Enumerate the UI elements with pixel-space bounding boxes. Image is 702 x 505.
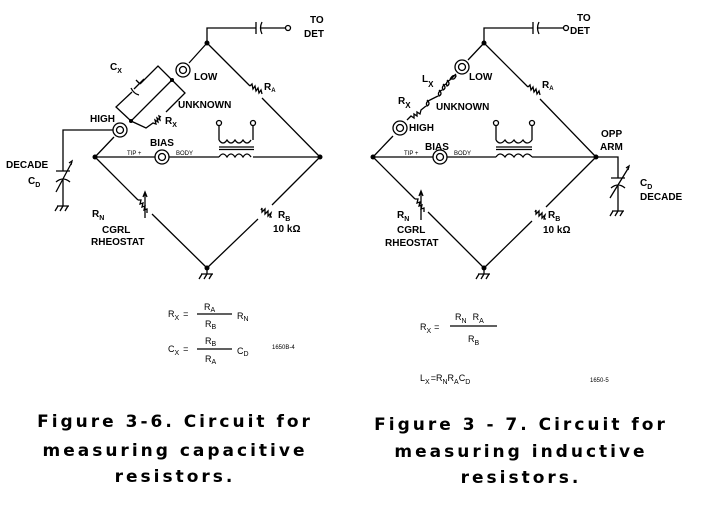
bridge-bottom-left-arm (372, 156, 485, 269)
svg-text:RNRA: RNRA (455, 312, 484, 325)
cgrl-label: CGRL (102, 225, 130, 236)
detector-terminal[interactable] (562, 24, 570, 32)
high-jack[interactable] (112, 122, 128, 138)
tip-label: TIP + (404, 151, 419, 157)
bridge-bottom-left-arm (94, 156, 208, 269)
lx-label: LX (422, 74, 434, 89)
cx-label: CX (110, 62, 122, 75)
caption-line-2: measuring capacitive (43, 441, 308, 461)
svg-text:RN: RN (237, 311, 249, 323)
high-jack[interactable] (392, 120, 408, 136)
resistor-ra (527, 83, 541, 96)
bridge-top-right-arm (483, 42, 597, 158)
svg-text:RA: RA (204, 302, 216, 314)
bridge-bottom-right-arm (483, 156, 597, 269)
decade-lead (596, 156, 619, 205)
unknown-label: UNKNOWN (178, 100, 231, 111)
bias-jack[interactable] (154, 149, 170, 165)
caption-line-3: resistors. (115, 467, 236, 487)
rx-label: RX (398, 96, 411, 110)
rb-value: 10 kΩ (543, 225, 570, 236)
rx-label: RX (165, 116, 177, 129)
bridge-top-left-arm (94, 42, 208, 158)
figure-code: 1650B-4 (272, 345, 295, 351)
svg-text:RB: RB (468, 334, 480, 347)
decade-capacitor (55, 159, 74, 193)
bias-label: BIAS (425, 142, 449, 153)
bridge-top-right-arm (206, 42, 321, 158)
figure-3-7-circuit: TO DET LOW HIGH UNKNOWN LX RX RA BIAS TI… (370, 13, 683, 488)
svg-text:RB: RB (205, 319, 217, 331)
det-label: DET (570, 26, 590, 37)
formula-rx: RX= RA RB RN (168, 302, 249, 331)
ra-label: RA (542, 80, 554, 92)
rheostat-label: RHEOSTAT (385, 238, 439, 249)
body-label: BODY (454, 151, 471, 157)
rb-label: RB (548, 210, 560, 223)
transformer (218, 126, 254, 159)
opp-label: OPP (601, 129, 622, 140)
rn-label: RN (92, 209, 104, 222)
cd-label: CD (640, 178, 652, 191)
to-label: TO (310, 15, 324, 26)
rheostat-rn (138, 190, 148, 218)
resistor-rb (260, 207, 273, 218)
cd-label: CD (28, 176, 40, 189)
decade-lead (62, 129, 113, 200)
decade-label: DECADE (640, 192, 683, 203)
formula-cx: CX= RB RA CD (168, 336, 249, 366)
bridge-bottom-right-arm (206, 156, 321, 269)
svg-text:RX=: RX= (420, 322, 439, 335)
high-label: HIGH (90, 114, 115, 125)
resistor-ra (249, 82, 263, 95)
low-jack[interactable] (175, 62, 191, 78)
bridge-top-left-arm (372, 42, 485, 158)
rn-label: RN (397, 210, 409, 223)
svg-text:RX=: RX= (168, 309, 188, 322)
capacitor-cx (130, 78, 145, 96)
resistor-rb (534, 209, 547, 220)
to-label: TO (577, 13, 591, 24)
figure-code: 1650-5 (590, 378, 609, 384)
det-label: DET (304, 29, 324, 40)
body-label: BODY (176, 151, 193, 157)
low-label: LOW (194, 72, 218, 83)
figure-3-6-circuit: TO DET LOW HIGH UNKNOWN CX RX RA BIAS TI… (6, 15, 324, 487)
caption-line-1: Figure 3-6. Circuit for (37, 412, 313, 432)
formula-lx: LX=RNRACD (420, 373, 470, 386)
svg-text:CD: CD (237, 346, 249, 358)
rb-label: RB (278, 210, 290, 223)
transformer (495, 126, 533, 159)
rheostat-label: RHEOSTAT (91, 237, 145, 248)
detector-lead (483, 21, 563, 43)
tip-label: TIP + (127, 151, 142, 157)
svg-text:RB: RB (205, 336, 217, 348)
svg-text:CX=: CX= (168, 344, 188, 357)
svg-text:RA: RA (205, 354, 217, 366)
detector-terminal[interactable] (284, 24, 292, 32)
caption-line-3: resistors. (461, 468, 582, 488)
decade-capacitor (609, 164, 631, 199)
cgrl-label: CGRL (397, 225, 425, 236)
arm-label: ARM (600, 142, 623, 153)
rb-value: 10 kΩ (273, 224, 300, 235)
ground-icon (609, 204, 625, 217)
decade-label: DECADE (6, 160, 49, 171)
ra-label: RA (264, 82, 276, 94)
low-label: LOW (469, 72, 493, 83)
detector-lead (206, 21, 285, 43)
caption-line-1: Figure 3 - 7. Circuit for (374, 415, 668, 435)
rheostat-rn (415, 189, 425, 220)
svg-text:LX=RNRACD: LX=RNRACD (420, 373, 470, 386)
high-label: HIGH (409, 123, 434, 134)
ground-icon (54, 199, 70, 212)
unknown-label: UNKNOWN (436, 102, 489, 113)
caption-line-2: measuring inductive (394, 442, 647, 462)
bias-label: BIAS (150, 138, 174, 149)
low-jack[interactable] (454, 59, 470, 75)
